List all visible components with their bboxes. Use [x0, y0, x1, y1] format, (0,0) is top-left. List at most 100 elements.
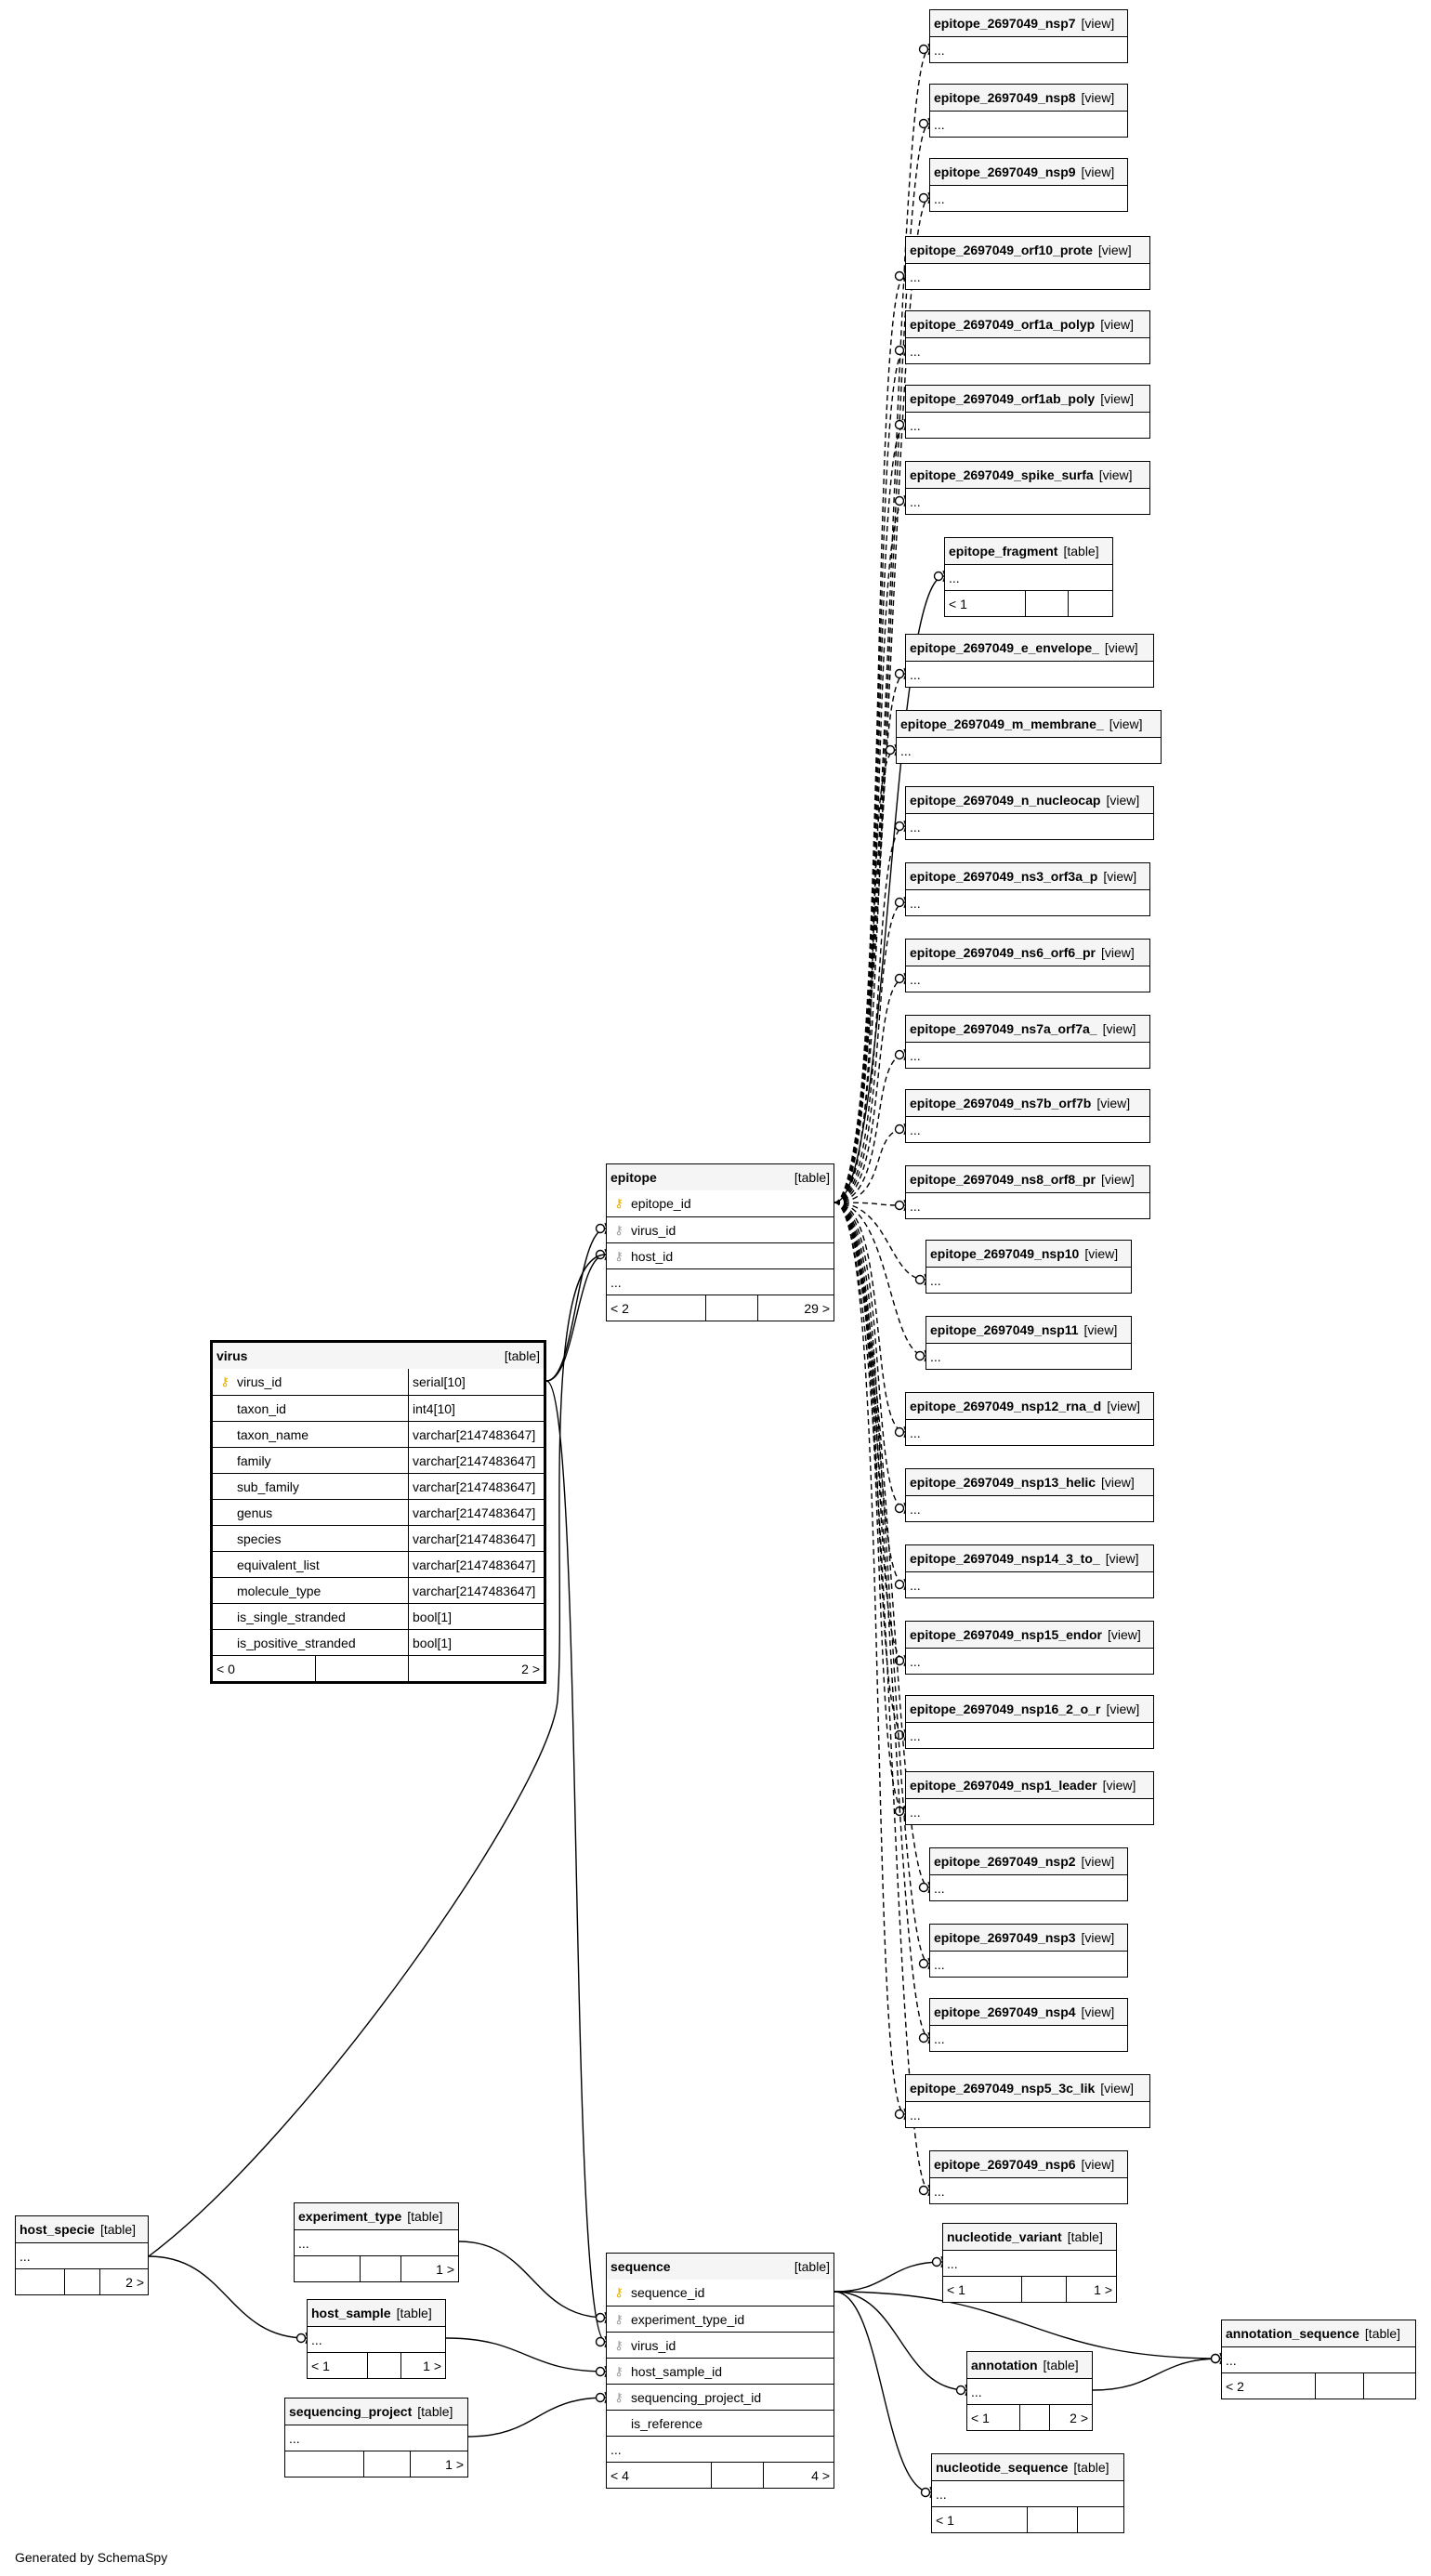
view-name: epitope_2697049_ns3_orf3a_p — [910, 869, 1098, 884]
table-annotation-sequence[interactable]: annotation_sequence[table] ... < 2 — [1221, 2320, 1416, 2399]
view-box[interactable]: epitope_2697049_nsp3[view]... — [929, 1924, 1128, 1978]
view-box[interactable]: epitope_2697049_orf1a_polyp[view]... — [905, 310, 1150, 364]
view-box[interactable]: epitope_2697049_ns7b_orf7b[view]... — [905, 1089, 1150, 1143]
view-box[interactable]: epitope_2697049_nsp11[view]... — [926, 1316, 1132, 1370]
zero-or-many-marker — [595, 2366, 606, 2377]
view-box[interactable]: epitope_2697049_nsp1_leader[view]... — [905, 1771, 1154, 1825]
table-nucleotide-sequence[interactable]: nucleotide_sequence[table] ... < 1 — [931, 2453, 1124, 2533]
view-header: epitope_2697049_ns8_orf8_pr[view] — [906, 1166, 1149, 1192]
view-name: epitope_2697049_nsp2 — [934, 1854, 1076, 1869]
table-footer: < 0 2 > — [213, 1655, 544, 1681]
footer-children — [1068, 591, 1112, 616]
view-header: epitope_2697049_nsp10[view] — [926, 1241, 1131, 1267]
table-epitope-fragment[interactable]: epitope_fragment[table] ... < 1 — [944, 537, 1113, 617]
table-kind: [table] — [99, 2222, 137, 2237]
view-kind: [view] — [1081, 2004, 1115, 2019]
view-box[interactable]: epitope_2697049_nsp16_2_o_r[view]... — [905, 1695, 1154, 1749]
column-row[interactable]: ⚷sequence_id — [607, 2280, 834, 2306]
view-box[interactable]: epitope_2697049_nsp14_3_to_[view]... — [905, 1544, 1154, 1598]
table-kind: [table] — [504, 1348, 540, 1363]
view-kind: [view] — [1101, 1475, 1135, 1490]
column-name: ⚷genus — [213, 1500, 408, 1525]
more-columns: ... — [930, 2025, 1127, 2051]
view-box[interactable]: epitope_2697049_spike_surfa[view]... — [905, 461, 1150, 515]
view-box[interactable]: epitope_2697049_nsp10[view]... — [926, 1240, 1132, 1294]
view-box[interactable]: epitope_2697049_nsp9[view]... — [929, 158, 1128, 212]
generated-by-note: Generated by SchemaSpy — [15, 2550, 168, 2565]
table-annotation[interactable]: annotation[table] ... < 1 2 > — [966, 2351, 1093, 2431]
view-header: epitope_2697049_nsp2[view] — [930, 1848, 1127, 1874]
zero-or-many-marker — [894, 973, 905, 984]
table-kind: [table] — [417, 2404, 453, 2419]
footer-children: 4 > — [763, 2463, 834, 2488]
table-experiment-type[interactable]: experiment_type[table] ... 1 > — [294, 2202, 459, 2282]
view-box[interactable]: epitope_2697049_nsp5_3c_lik[view]... — [905, 2074, 1150, 2128]
view-relationship-line — [834, 424, 906, 1203]
table-host-specie[interactable]: host_specie[table] ... 2 > — [15, 2215, 149, 2295]
table-nucleotide-variant[interactable]: nucleotide_variant[table] ... < 1 1 > — [942, 2223, 1117, 2303]
view-box[interactable]: epitope_2697049_nsp8[view]... — [929, 84, 1128, 138]
view-kind: [view] — [1108, 1627, 1141, 1642]
view-box[interactable]: epitope_2697049_nsp7[view]... — [929, 9, 1128, 63]
column-row[interactable]: ⚷is_reference — [607, 2410, 834, 2436]
view-kind: [view] — [1101, 945, 1135, 960]
column-row[interactable]: ⚷sequencing_project_id — [607, 2384, 834, 2410]
view-kind: [view] — [1098, 467, 1133, 482]
view-box[interactable]: epitope_2697049_orf1ab_poly[view]... — [905, 385, 1150, 439]
column-row[interactable]: ⚷epitope_id — [607, 1190, 834, 1216]
view-box[interactable]: epitope_2697049_n_nucleocap[view]... — [905, 786, 1154, 840]
virus-sequence-line — [545, 1380, 607, 2343]
view-box[interactable]: epitope_2697049_ns8_orf8_pr[view]... — [905, 1165, 1150, 1219]
view-box[interactable]: epitope_2697049_ns7a_orf7a_[view]... — [905, 1015, 1150, 1069]
column-row[interactable]: ⚷host_id — [607, 1242, 834, 1268]
view-box[interactable]: epitope_2697049_ns6_orf6_pr[view]... — [905, 939, 1150, 992]
view-header: epitope_2697049_nsp11[view] — [926, 1317, 1131, 1343]
no-key-icon: ⚷ — [217, 1427, 233, 1442]
column-name: ⚷sequence_id — [607, 2280, 834, 2306]
view-box[interactable]: epitope_2697049_e_envelope_[view]... — [905, 634, 1154, 688]
project-sequence-line — [467, 2397, 607, 2438]
column-row[interactable]: ⚷experiment_type_id — [607, 2306, 834, 2332]
table-name: epitope — [610, 1170, 657, 1185]
table-sequencing-project[interactable]: sequencing_project[table] ... 1 > — [284, 2398, 468, 2477]
table-virus[interactable]: virus [table] ⚷virus_idserial[10]⚷taxon_… — [210, 1340, 546, 1684]
column-row[interactable]: ⚷virus_id — [607, 2332, 834, 2358]
column-row[interactable]: ⚷virus_id — [607, 1216, 834, 1242]
specie-epitope-line — [148, 1254, 607, 2257]
view-box[interactable]: epitope_2697049_nsp12_rna_d[view]... — [905, 1392, 1154, 1446]
more-columns: ... — [932, 2480, 1123, 2506]
view-name: epitope_2697049_nsp8 — [934, 90, 1076, 105]
view-box[interactable]: epitope_2697049_nsp4[view]... — [929, 1998, 1128, 2052]
view-box[interactable]: epitope_2697049_nsp2[view]... — [929, 1847, 1128, 1901]
view-box[interactable]: epitope_2697049_nsp6[view]... — [929, 2150, 1128, 2204]
column-row[interactable]: ⚷host_sample_id — [607, 2358, 834, 2384]
view-box[interactable]: epitope_2697049_nsp15_endor[view]... — [905, 1621, 1154, 1675]
view-box[interactable]: epitope_2697049_orf10_prote[view]... — [905, 236, 1150, 290]
view-box[interactable]: epitope_2697049_ns3_orf3a_p[view]... — [905, 862, 1150, 916]
column-type: varchar[2147483647] — [408, 1422, 544, 1447]
table-epitope[interactable]: epitope [table] ⚷epitope_id⚷virus_id⚷hos… — [606, 1163, 834, 1321]
view-header: epitope_2697049_nsp6[view] — [930, 2151, 1127, 2177]
more-columns: ... — [285, 2425, 467, 2451]
foreign-key-icon: ⚷ — [614, 2363, 624, 2378]
footer-spacer — [363, 2451, 410, 2477]
view-box[interactable]: epitope_2697049_nsp13_helic[view]... — [905, 1468, 1154, 1522]
view-header: epitope_2697049_nsp16_2_o_r[view] — [906, 1696, 1153, 1722]
view-box[interactable]: epitope_2697049_m_membrane_[view]... — [896, 710, 1162, 764]
view-header: epitope_2697049_e_envelope_[view] — [906, 635, 1153, 661]
table-sequence[interactable]: sequence [table] ⚷sequence_id⚷experiment… — [606, 2253, 834, 2489]
zero-or-many-marker — [894, 1124, 905, 1135]
table-host-sample[interactable]: host_sample[table] ... < 1 1 > — [307, 2299, 446, 2379]
more-columns: ... — [930, 1874, 1127, 1900]
